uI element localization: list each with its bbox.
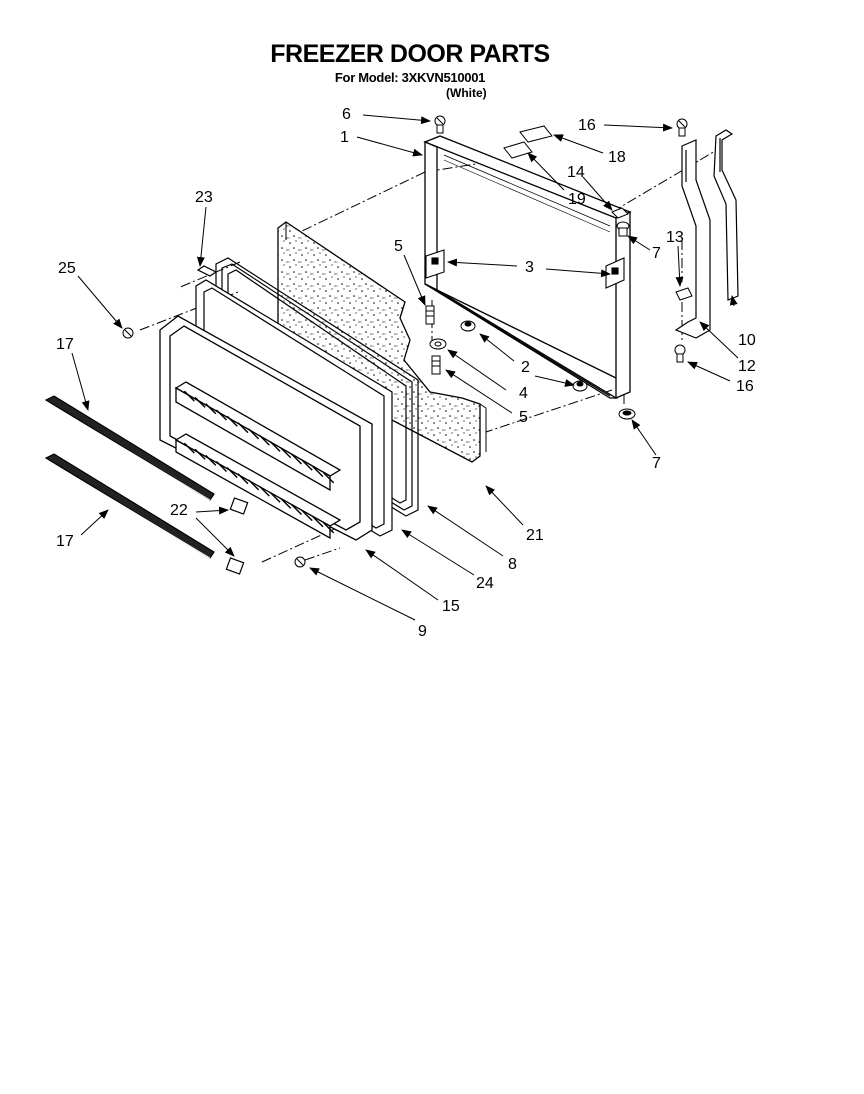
- callout-16: 16: [736, 378, 754, 395]
- callout-7: 7: [652, 455, 661, 472]
- handle-rail-upper: [44, 395, 249, 515]
- callout-12: 12: [738, 358, 756, 375]
- shelf-rib: [301, 510, 313, 522]
- shelf-rib: [269, 440, 281, 452]
- callout-22: 22: [170, 502, 188, 519]
- bushing-7-top: [616, 221, 630, 237]
- shelf-rib: [323, 522, 335, 534]
- callout-2: 2: [521, 359, 530, 376]
- shelf-rib: [183, 442, 195, 454]
- shelf-rib: [323, 472, 335, 484]
- shelf-rib: [280, 497, 292, 509]
- color-variant: (White): [446, 86, 487, 100]
- shelf-rib: [216, 461, 227, 472]
- clip-14: [611, 207, 629, 219]
- callout-1: 1: [340, 129, 349, 146]
- hinge-bracket-12: [674, 139, 711, 339]
- upper-shelf-ribs: [183, 390, 335, 484]
- callout-17: 17: [56, 533, 74, 550]
- callout-numbers: 6 1 16 18 14 19 23 5 3 7 13 25 17 2 4 5 …: [56, 106, 756, 640]
- callout-9: 9: [418, 623, 427, 640]
- callout-4: 4: [519, 385, 528, 402]
- model-number: For Model: 3XKVN510001: [334, 70, 486, 85]
- shelf-rib: [237, 473, 249, 485]
- shelf-rib: [291, 453, 302, 465]
- callout-15: 15: [442, 598, 460, 615]
- shelf-rib: [205, 403, 217, 415]
- callout-16: 16: [578, 117, 596, 134]
- bushing-7-bottom: [618, 408, 636, 420]
- callout-13: 13: [666, 229, 684, 246]
- hinge-bracket-left: [425, 249, 445, 279]
- callout-6: 6: [342, 106, 351, 123]
- shelf-rib: [312, 466, 324, 478]
- screw-5-upper: [425, 305, 435, 325]
- callout-7: 7: [652, 245, 661, 262]
- shelf-rib: [194, 396, 206, 408]
- washer-4: [429, 338, 447, 350]
- handle-rail-lower: [44, 453, 245, 575]
- shelf-rib: [226, 467, 238, 479]
- screw-16-bottom: [674, 344, 686, 363]
- callout-5: 5: [394, 238, 403, 255]
- callout-24: 24: [476, 575, 494, 592]
- shelf-rib: [248, 479, 260, 491]
- hinge-rod-10: [713, 129, 739, 301]
- shelf-rib: [258, 434, 270, 446]
- shelf-rib: [216, 409, 227, 421]
- shelf-rib: [301, 459, 313, 471]
- callout-19: 19: [568, 191, 586, 208]
- hinge-bracket-right: [605, 257, 625, 289]
- callout-leaders: [71, 114, 739, 621]
- door-trim-strip: [196, 265, 218, 277]
- screw-16-top: [676, 118, 688, 137]
- shelf-rib: [194, 448, 206, 460]
- screw-6: [434, 115, 446, 134]
- shelf-rib: [280, 447, 292, 459]
- clip-13: [675, 287, 693, 301]
- callout-10: 10: [738, 332, 756, 349]
- shelf-rib: [312, 516, 324, 528]
- shelf-rib: [205, 454, 217, 466]
- callout-25: 25: [58, 260, 76, 277]
- callout-14: 14: [567, 164, 585, 181]
- plug-2-left: [460, 320, 476, 332]
- label-18: [519, 125, 553, 143]
- shelf-rib: [248, 428, 260, 440]
- callout-5: 5: [519, 409, 528, 426]
- callout-18: 18: [608, 149, 626, 166]
- callout-17: 17: [56, 336, 74, 353]
- shelf-rib: [269, 491, 281, 503]
- screw-5-lower: [431, 355, 441, 375]
- screw-9: [294, 556, 306, 568]
- screw-25: [122, 327, 134, 339]
- callout-3: 3: [525, 259, 534, 276]
- callout-23: 23: [195, 189, 213, 206]
- shelf-rib: [258, 485, 270, 497]
- shelf-rib: [291, 504, 302, 515]
- lower-shelf-ribs: [183, 442, 335, 534]
- callout-8: 8: [508, 556, 517, 573]
- foam-insulation-panel: [277, 221, 487, 463]
- shelf-rib: [237, 422, 249, 434]
- callout-21: 21: [526, 527, 544, 544]
- shelf-rib: [183, 390, 195, 402]
- diagram-title: FREEZER DOOR PARTS: [270, 40, 550, 68]
- shelf-rib: [226, 415, 238, 427]
- plug-2-right: [572, 380, 588, 392]
- label-19: [503, 141, 533, 159]
